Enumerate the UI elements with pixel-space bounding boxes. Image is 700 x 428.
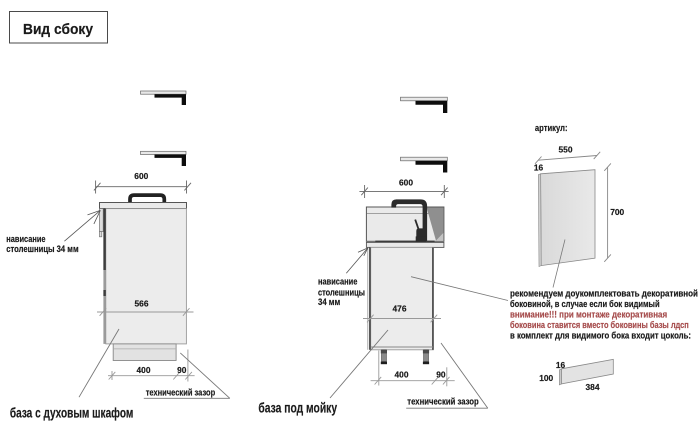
svg-text:технический зазор: технический зазор xyxy=(146,388,216,398)
svg-text:нависание: нависание xyxy=(6,234,45,244)
svg-text:нависание: нависание xyxy=(318,277,357,287)
svg-text:16: 16 xyxy=(556,360,566,370)
svg-text:боковина ставится вместо боков: боковина ставится вместо боковины базы л… xyxy=(510,320,689,330)
svg-text:600: 600 xyxy=(399,177,413,187)
svg-text:база под мойку: база под мойку xyxy=(258,400,337,416)
svg-text:Вид сбоку: Вид сбоку xyxy=(23,21,94,38)
svg-text:100: 100 xyxy=(539,373,553,383)
svg-text:16: 16 xyxy=(534,162,544,172)
svg-text:90: 90 xyxy=(436,369,446,379)
svg-text:90: 90 xyxy=(177,365,187,375)
svg-text:база с духовым шкафом: база с духовым шкафом xyxy=(10,404,133,420)
svg-text:столешницы: столешницы xyxy=(318,287,365,297)
svg-text:столешницы 34 мм: столешницы 34 мм xyxy=(6,244,78,254)
svg-text:внимание!!! при монтаже декора: внимание!!! при монтаже декоративная xyxy=(510,309,667,319)
svg-text:боковиной, в случае если бок в: боковиной, в случае если бок видимый xyxy=(510,299,660,309)
svg-text:рекомендуем доукомплектовать д: рекомендуем доукомплектовать декоративно… xyxy=(510,288,698,298)
svg-text:400: 400 xyxy=(137,365,151,375)
svg-text:34 мм: 34 мм xyxy=(318,297,340,307)
svg-text:артикул:: артикул: xyxy=(535,123,568,133)
svg-text:476: 476 xyxy=(393,304,407,314)
svg-text:технический зазор: технический зазор xyxy=(407,397,479,407)
svg-text:700: 700 xyxy=(610,207,624,217)
svg-text:550: 550 xyxy=(559,144,573,154)
svg-text:400: 400 xyxy=(395,369,409,379)
svg-text:600: 600 xyxy=(134,171,148,181)
svg-text:в комплект для видимого бока в: в комплект для видимого бока входит цоко… xyxy=(510,330,691,340)
svg-text:566: 566 xyxy=(135,299,149,309)
svg-text:384: 384 xyxy=(586,382,600,392)
